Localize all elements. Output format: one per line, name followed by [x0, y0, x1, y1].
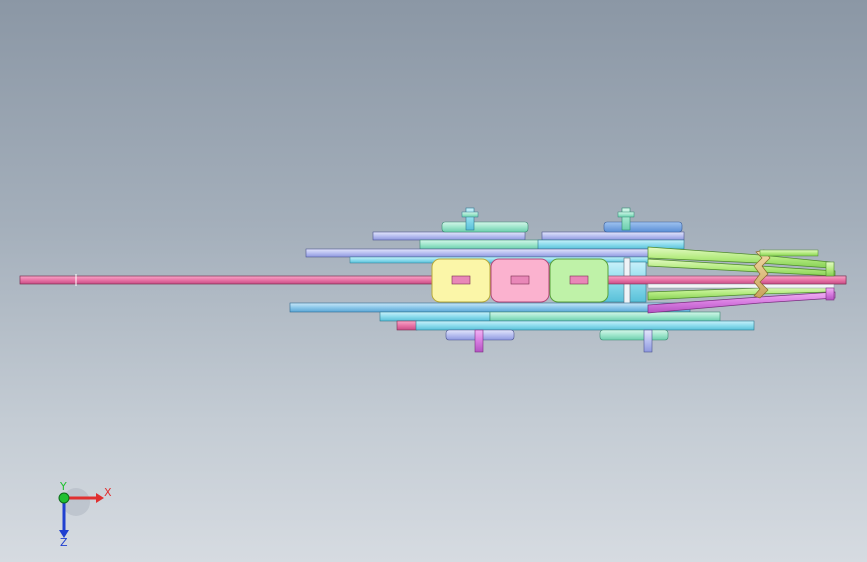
lower-gear-hub-right[interactable] [599, 329, 669, 341]
model-part[interactable] [510, 275, 530, 285]
upper-long-plate[interactable] [305, 248, 657, 258]
tip-cap-upper[interactable] [825, 261, 835, 277]
top-axle-right-cap[interactable] [617, 211, 635, 218]
main-shaft[interactable] [19, 275, 441, 285]
top-gear-hub-right[interactable] [603, 221, 683, 233]
triad-origin-shadow [62, 488, 90, 516]
top-axle-left-cap[interactable] [461, 211, 479, 218]
model-part[interactable] [451, 275, 471, 285]
lower-plate-b[interactable] [489, 311, 721, 322]
tip-spring[interactable] [753, 249, 771, 299]
x-axis-label: X [104, 486, 112, 499]
y-axis-icon [58, 492, 70, 504]
lower-pink-tab[interactable] [396, 320, 418, 331]
lower-plate-c[interactable] [415, 320, 755, 331]
lower-axle-right[interactable] [643, 329, 653, 353]
tip-pink[interactable] [759, 275, 847, 285]
top-gear-hub-left[interactable] [441, 221, 529, 233]
upper-plate-b[interactable] [537, 239, 685, 250]
lower-axle-left[interactable] [474, 329, 484, 353]
top-axle-right[interactable] [621, 207, 631, 231]
triad-part [59, 530, 69, 538]
top-plate-2[interactable] [541, 231, 685, 241]
upper-plate-a[interactable] [419, 239, 551, 250]
top-axle-left[interactable] [465, 207, 475, 231]
top-plate-1[interactable] [372, 231, 526, 241]
lower-plate-a[interactable] [379, 311, 491, 322]
coordinate-triad: X Y Z [58, 480, 112, 548]
tip-plate-top[interactable] [759, 249, 819, 257]
model-part[interactable] [569, 275, 589, 285]
z-axis-label: Z [60, 536, 68, 548]
jaw-inner-white[interactable] [647, 283, 835, 289]
triad-part [96, 493, 104, 503]
y-axis-label: Y [59, 480, 67, 493]
tip-cap-lower[interactable] [825, 287, 835, 301]
lower-long-plate[interactable] [289, 302, 691, 313]
